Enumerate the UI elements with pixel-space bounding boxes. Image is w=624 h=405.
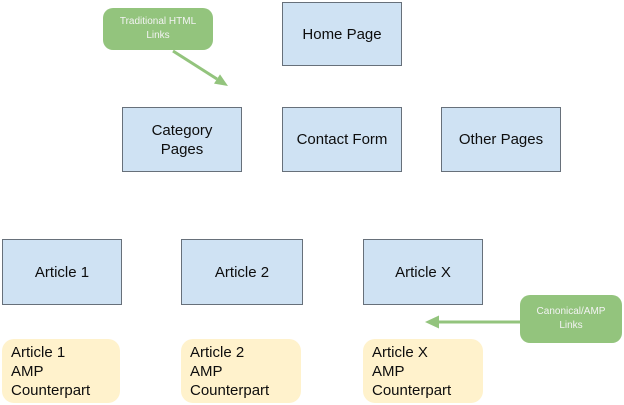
node-article-x: Article X xyxy=(363,239,483,305)
node-category-pages-label: Category Pages xyxy=(151,121,213,158)
node-article-1-label: Article 1 xyxy=(34,263,90,281)
node-article-2-amp-counterpart: Article 2 AMP Counterpart xyxy=(181,339,301,403)
node-article-2-amp-counterpart-label: Article 2 AMP Counterpart xyxy=(190,343,270,399)
node-other-pages: Other Pages xyxy=(441,107,561,172)
node-article-x-amp-counterpart: Article X AMP Counterpart xyxy=(363,339,483,403)
node-article-2-label: Article 2 xyxy=(214,263,270,281)
node-home-page-label: Home Page xyxy=(302,25,382,43)
node-contact-form-label: Contact Form xyxy=(296,131,388,148)
node-other-pages-label: Other Pages xyxy=(458,131,544,148)
node-contact-form: Contact Form xyxy=(282,107,402,172)
canonical-links-arrow xyxy=(425,315,521,329)
callout-canonical-amp-links-label: Canonical/AMP Links xyxy=(536,306,606,331)
node-article-1: Article 1 xyxy=(2,239,122,305)
node-article-2: Article 2 xyxy=(181,239,303,305)
node-category-pages: Category Pages xyxy=(122,107,242,172)
node-article-1-amp-counterpart: Article 1 AMP Counterpart xyxy=(2,339,120,403)
node-article-x-label: Article X xyxy=(395,263,451,281)
node-home-page: Home Page xyxy=(282,2,402,66)
callout-traditional-html-links-label: Traditional HTML Links xyxy=(119,16,197,41)
callout-canonical-amp-links: Canonical/AMP Links xyxy=(520,295,622,343)
traditional-links-arrow xyxy=(172,49,228,86)
node-article-x-amp-counterpart-label: Article X AMP Counterpart xyxy=(372,343,452,399)
callout-traditional-html-links: Traditional HTML Links xyxy=(103,8,213,50)
node-article-1-amp-counterpart-label: Article 1 AMP Counterpart xyxy=(11,343,91,399)
